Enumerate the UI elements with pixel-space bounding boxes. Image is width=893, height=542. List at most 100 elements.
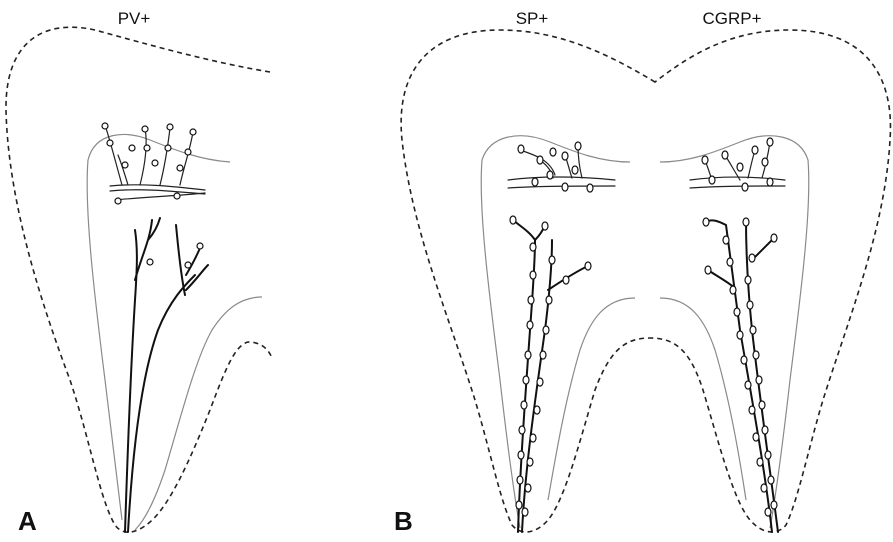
cgrp-fiber-2-branch [708,270,735,288]
tooth-b-outline [401,30,890,532]
sp-bead [528,296,534,304]
pv-terminal-3 [160,128,170,185]
pv-bead [102,123,108,129]
panel-b-letter: B [394,506,413,536]
cgrp-bead [737,163,743,171]
pv-bead [152,160,158,166]
pv-bead [167,124,173,130]
pv-plexus-line-1 [110,185,205,190]
cgrp-bead [747,301,753,309]
cgrp-bead [737,331,743,339]
sp-plexus-line-1 [508,177,615,180]
cgrp-bead [749,254,755,262]
cgrp-bead [730,286,736,294]
cgrp-bead [756,376,762,384]
sp-bead [537,156,543,164]
sp-bead [518,145,524,153]
cgrp-bead [727,258,733,266]
sp-bead [546,296,552,304]
cgrp-bead [723,236,729,244]
sp-bead [517,476,523,484]
sp-bead [547,171,553,179]
cgrp-bead [745,381,751,389]
sp-bead [516,501,522,509]
pv-terminal-4 [180,132,193,185]
cgrp-bead [757,458,763,466]
cgrp-bead [761,484,767,492]
cgrp-bead [762,158,768,166]
pulp-b-right [660,136,809,528]
panel-b: SP+ CGRP+ B [394,9,890,536]
sp-bead [572,166,578,174]
cgrp-bead [768,476,774,484]
sp-bead [537,378,543,386]
pv-bead [174,193,180,199]
sp-bead [521,401,527,409]
cgrp-bead [749,406,755,414]
cgrp-bead [703,218,709,226]
pv-bead [115,198,121,204]
pv-bead [185,149,191,155]
pv-bead [190,129,196,135]
cgrp-bead [771,234,777,242]
cgrp-bead [765,508,771,516]
sp-bead [549,256,555,264]
sp-bead [532,178,538,186]
cgrp-bead [759,401,765,409]
sp-bead [522,508,528,516]
sp-bead [518,451,524,459]
cgrp-bead [741,356,747,364]
cgrp-bead [753,433,759,441]
sp-bead [530,271,536,279]
cgrp-bead [753,351,759,359]
pv-bead [177,165,183,171]
pv-bead [147,259,153,265]
sp-bead [510,216,516,224]
pv-label: PV+ [118,9,151,28]
pv-bead [142,126,148,132]
sp-bead [585,262,591,270]
pv-bead [122,162,128,168]
cgrp-bead [752,146,758,154]
pv-terminal-5 [118,155,128,185]
pv-plexus-line-2 [110,190,205,194]
sp-bead [575,142,581,150]
cgrp-bead [771,501,777,509]
pv-fiber-2-branch [176,225,208,295]
pv-bead [197,243,203,249]
panel-a: PV+ A [6,9,272,536]
cgrp-bead [765,451,771,459]
pv-bead [129,145,135,151]
cgrp-bead [742,183,748,191]
sp-bead [530,243,536,251]
pv-fiber-1-branch [135,218,160,280]
sp-bead [525,484,531,492]
cgrp-bead [745,276,751,284]
pv-bead [144,145,150,151]
cgrp-bead [709,176,715,184]
sp-bead [587,184,593,192]
pv-bead [185,262,191,268]
sp-bead [562,152,568,160]
cgrp-bead [767,178,773,186]
sp-bead [540,351,546,359]
sp-bead [542,222,548,230]
pv-bead [107,140,113,146]
sp-bead [543,326,549,334]
sp-bead [523,376,529,384]
sp-bead [519,426,525,434]
cgrp-bead [762,426,768,434]
sp-bead [562,183,568,191]
sp-bead [527,321,533,329]
pv-bead [165,145,171,151]
cgrp-bead [767,138,773,146]
sp-bead [563,276,569,284]
cgrp-bead [705,266,711,274]
tooth-a-outline [6,27,272,532]
sp-bead [550,148,556,156]
cgrp-bead [743,218,749,226]
sp-bead [525,351,531,359]
sp-bead [530,434,536,442]
cgrp-label: CGRP+ [702,9,761,28]
pulp-b-left [481,136,635,528]
